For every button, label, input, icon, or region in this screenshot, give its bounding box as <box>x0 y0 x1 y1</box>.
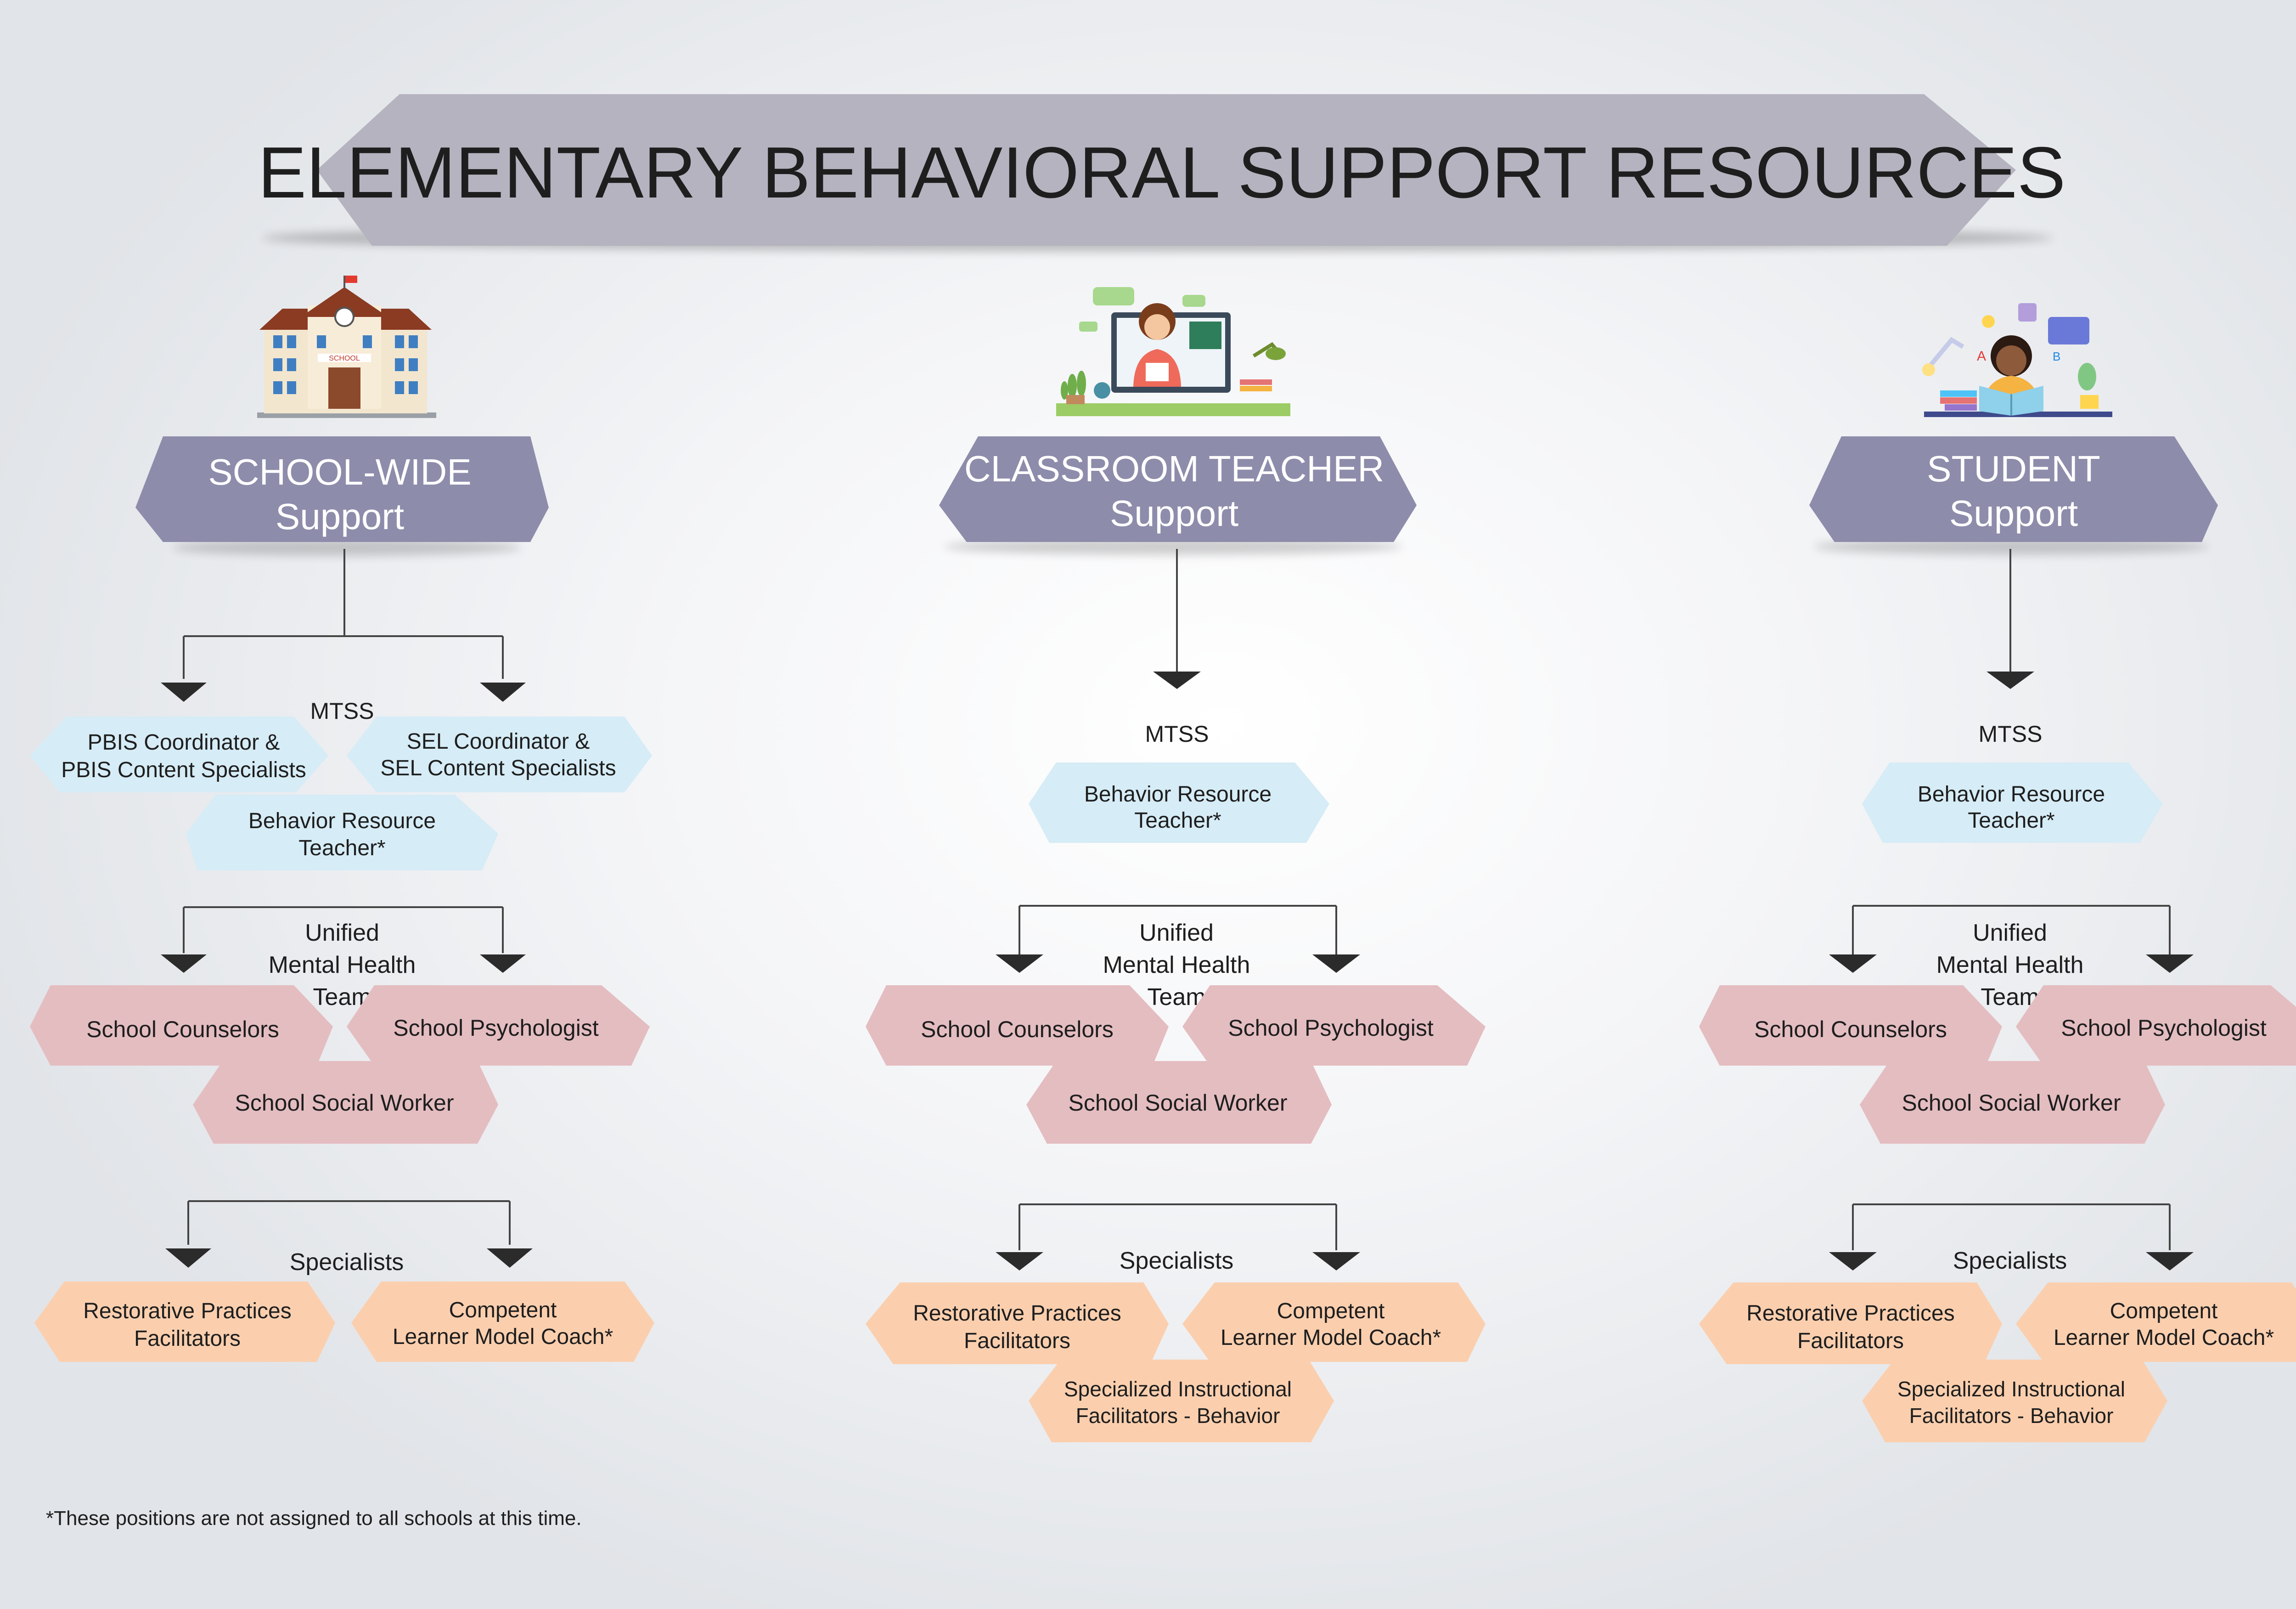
svg-text:Competent: Competent <box>449 1298 557 1322</box>
svg-text:Teacher*: Teacher* <box>1968 808 2054 833</box>
svg-text:Facilitators: Facilitators <box>1797 1329 1904 1353</box>
specialist-box-restorative: Restorative Practices Facilitators <box>866 1282 1169 1364</box>
student-reading-icon: A B <box>1922 303 2112 417</box>
svg-text:School Counselors: School Counselors <box>1754 1016 1947 1042</box>
svg-text:School Psychologist: School Psychologist <box>1228 1015 1434 1041</box>
svg-text:Competent: Competent <box>2110 1299 2218 1323</box>
specialist-box-sif-behavior: Specialized Instructional Facilitators -… <box>1862 1360 2167 1442</box>
svg-text:PBIS Coordinator &: PBIS Coordinator & <box>88 730 280 755</box>
specialists-label: Specialists <box>1953 1248 2067 1274</box>
mh-box-psychologist: School Psychologist <box>2016 985 2296 1066</box>
svg-text:Team: Team <box>1147 984 1205 1011</box>
svg-text:School Social Worker: School Social Worker <box>1902 1090 2121 1116</box>
mental-health-label: Unified Mental Health Team <box>1936 920 2084 1011</box>
column-header-student: STUDENT Support <box>1809 436 2218 555</box>
mh-box-social-worker: School Social Worker <box>193 1061 498 1144</box>
school-building-icon: SCHOOL <box>257 276 436 418</box>
mh-box-psychologist: School Psychologist <box>347 985 650 1066</box>
specialist-box-restorative: Restorative Practices Facilitators <box>34 1282 335 1362</box>
title-banner: ELEMENTARY BEHAVIORAL SUPPORT RESOURCES <box>258 94 2066 252</box>
svg-text:Facilitators - Behavior: Facilitators - Behavior <box>1909 1404 2114 1428</box>
svg-text:Mental Health: Mental Health <box>1936 952 2084 978</box>
svg-text:Team: Team <box>1981 984 2039 1011</box>
svg-text:School Social Worker: School Social Worker <box>235 1090 454 1116</box>
column-header-classroom-teacher: CLASSROOM TEACHER Support <box>939 436 1417 555</box>
svg-text:School Social Worker: School Social Worker <box>1068 1090 1287 1116</box>
specialist-box-clm-coach: Competent Learner Model Coach* <box>2016 1282 2296 1362</box>
svg-text:School Counselors: School Counselors <box>86 1016 279 1042</box>
mh-box-social-worker: School Social Worker <box>1860 1061 2165 1144</box>
svg-text:School Counselors: School Counselors <box>921 1016 1114 1042</box>
mtss-box-behavior-resource: Behavior Resource Teacher* <box>186 795 498 870</box>
mh-box-social-worker: School Social Worker <box>1026 1061 1332 1144</box>
svg-text:Learner Model Coach*: Learner Model Coach* <box>393 1325 613 1349</box>
svg-text:Mental Health: Mental Health <box>269 952 416 978</box>
svg-text:A: A <box>1977 349 1986 364</box>
header-line-1: CLASSROOM TEACHER <box>964 448 1384 489</box>
mental-health-label: Unified Mental Health Team <box>1103 920 1250 1011</box>
svg-text:Teacher*: Teacher* <box>1134 808 1221 833</box>
arrowheads <box>161 672 2194 1270</box>
mtss-box-behavior-resource: Behavior Resource Teacher* <box>1029 762 1329 843</box>
svg-text:Unified: Unified <box>305 920 379 946</box>
svg-text:B: B <box>2053 350 2060 363</box>
svg-text:Unified: Unified <box>1139 920 1214 946</box>
column-header-school-wide: SCHOOL-WIDE Support <box>135 436 549 556</box>
mtss-box-sel: SEL Coordinator & SEL Content Specialist… <box>347 717 652 792</box>
svg-text:Specialized Instructional: Specialized Instructional <box>1064 1377 1292 1401</box>
mental-health-label: Unified Mental Health Team <box>269 920 416 1011</box>
specialist-box-restorative: Restorative Practices Facilitators <box>1699 1282 2002 1364</box>
svg-text:School Psychologist: School Psychologist <box>393 1015 599 1041</box>
specialists-label: Specialists <box>290 1249 404 1276</box>
svg-text:SCHOOL: SCHOOL <box>329 355 360 362</box>
connectors <box>183 549 2171 1250</box>
mtss-box-pbis: PBIS Coordinator & PBIS Content Speciali… <box>30 717 328 792</box>
svg-text:SEL Content Specialists: SEL Content Specialists <box>380 756 616 780</box>
svg-text:Behavior Resource: Behavior Resource <box>1084 782 1272 807</box>
page-title: ELEMENTARY BEHAVIORAL SUPPORT RESOURCES <box>258 132 2066 213</box>
svg-text:Facilitators: Facilitators <box>964 1329 1070 1353</box>
title-banner-shape <box>317 94 2016 246</box>
svg-text:SEL Coordinator &: SEL Coordinator & <box>407 729 590 754</box>
svg-text:Teacher*: Teacher* <box>298 836 385 860</box>
specialist-box-sif-behavior: Specialized Instructional Facilitators -… <box>1029 1360 1334 1442</box>
mtss-label: MTSS <box>1145 721 1209 747</box>
teacher-icon <box>1056 287 1290 416</box>
specialists-label: Specialists <box>1120 1248 1234 1274</box>
svg-text:Behavior Resource: Behavior Resource <box>1918 782 2105 807</box>
specialist-box-clm-coach: Competent Learner Model Coach* <box>351 1282 654 1362</box>
svg-text:Learner Model Coach*: Learner Model Coach* <box>2054 1326 2274 1350</box>
svg-text:Restorative Practices: Restorative Practices <box>913 1301 1121 1326</box>
mh-box-counselors: School Counselors <box>1699 985 2002 1066</box>
svg-text:Restorative Practices: Restorative Practices <box>1746 1301 1955 1326</box>
mh-box-counselors: School Counselors <box>866 985 1169 1066</box>
svg-text:Learner Model Coach*: Learner Model Coach* <box>1221 1326 1441 1350</box>
mtss-label: MTSS <box>1979 721 2043 747</box>
svg-text:Unified: Unified <box>1973 920 2047 946</box>
svg-text:Mental Health: Mental Health <box>1103 952 1250 978</box>
header-line-2: Support <box>1949 493 2078 534</box>
header-line-1: STUDENT <box>1927 448 2100 489</box>
mh-box-psychologist: School Psychologist <box>1182 985 1486 1066</box>
mtss-box-behavior-resource: Behavior Resource Teacher* <box>1862 762 2163 843</box>
svg-text:School Psychologist: School Psychologist <box>2061 1015 2267 1041</box>
header-line-2: Support <box>1110 493 1238 534</box>
svg-text:Behavior Resource: Behavior Resource <box>248 809 436 833</box>
svg-text:Restorative Practices: Restorative Practices <box>83 1299 292 1323</box>
svg-text:PBIS Content Specialists: PBIS Content Specialists <box>61 758 306 782</box>
svg-text:Specialized Instructional: Specialized Instructional <box>1897 1377 2125 1401</box>
svg-text:Competent: Competent <box>1277 1299 1385 1323</box>
mtss-label: MTSS <box>310 698 374 724</box>
specialist-box-clm-coach: Competent Learner Model Coach* <box>1182 1282 1486 1362</box>
header-line-2: Support <box>276 496 404 537</box>
svg-text:Facilitators - Behavior: Facilitators - Behavior <box>1076 1404 1280 1428</box>
svg-text:Facilitators: Facilitators <box>134 1327 241 1351</box>
footnote: *These positions are not assigned to all… <box>46 1507 582 1530</box>
header-line-1: SCHOOL-WIDE <box>208 452 471 492</box>
mh-box-counselors: School Counselors <box>30 985 333 1066</box>
